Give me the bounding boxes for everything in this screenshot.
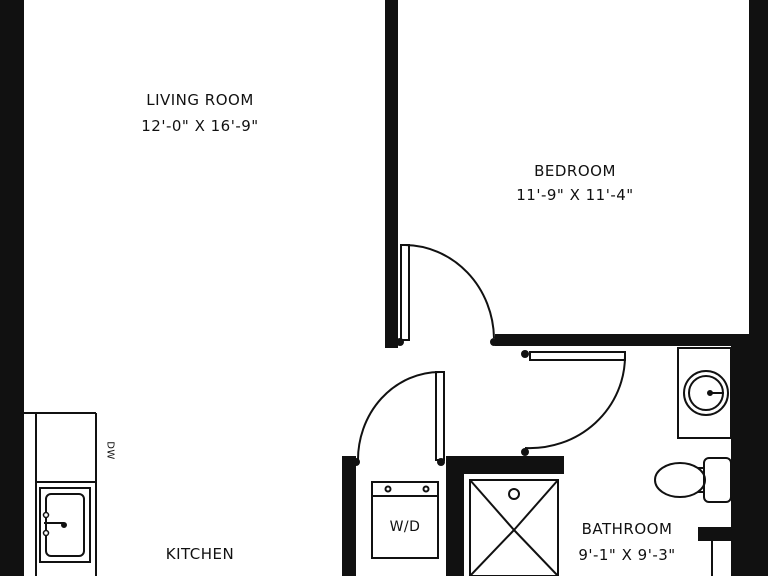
bedroom-door-swing [404, 244, 495, 339]
bathroom-dims: 9'-1" X 9'-3" [578, 546, 676, 564]
dishwasher-label: DW [104, 441, 116, 460]
toilet [654, 457, 732, 503]
closet-door-swing [356, 371, 441, 463]
kitchen-sink-knobs [42, 511, 50, 537]
wall-shower-top [446, 456, 564, 474]
bathroom-door-leaf [529, 351, 626, 361]
wall-bath-right [731, 346, 768, 576]
shower [469, 479, 559, 576]
bathroom-name: BATHROOM [581, 520, 673, 538]
wall-closet-left [342, 456, 356, 576]
door-stops [352, 338, 529, 466]
bedroom-dims: 11'-9" X 11'-4" [516, 186, 634, 204]
wall-bath-step [698, 527, 768, 541]
wall-left-exterior [0, 0, 24, 576]
living-room-name: LIVING ROOM [146, 91, 254, 109]
wall-bedroom-bottom [495, 334, 768, 346]
wall-closet-right [446, 456, 464, 576]
bathroom-door-swing [524, 355, 627, 450]
wall-right-exterior [749, 0, 768, 334]
kitchen-sink [39, 487, 91, 563]
bathroom-vanity [677, 347, 732, 439]
closet-door-leaf [435, 371, 445, 461]
bedroom-name: BEDROOM [534, 162, 616, 180]
living-room-dims: 12'-0" X 16'-9" [141, 117, 259, 135]
wall-living-bedroom [385, 0, 398, 348]
washer-dryer-label: W/D [389, 519, 421, 535]
kitchen-counter [24, 412, 97, 576]
doors [356, 244, 627, 463]
kitchen-name: KITCHEN [165, 545, 235, 563]
washer-dryer [371, 481, 439, 559]
bedroom-door-leaf [400, 244, 410, 341]
